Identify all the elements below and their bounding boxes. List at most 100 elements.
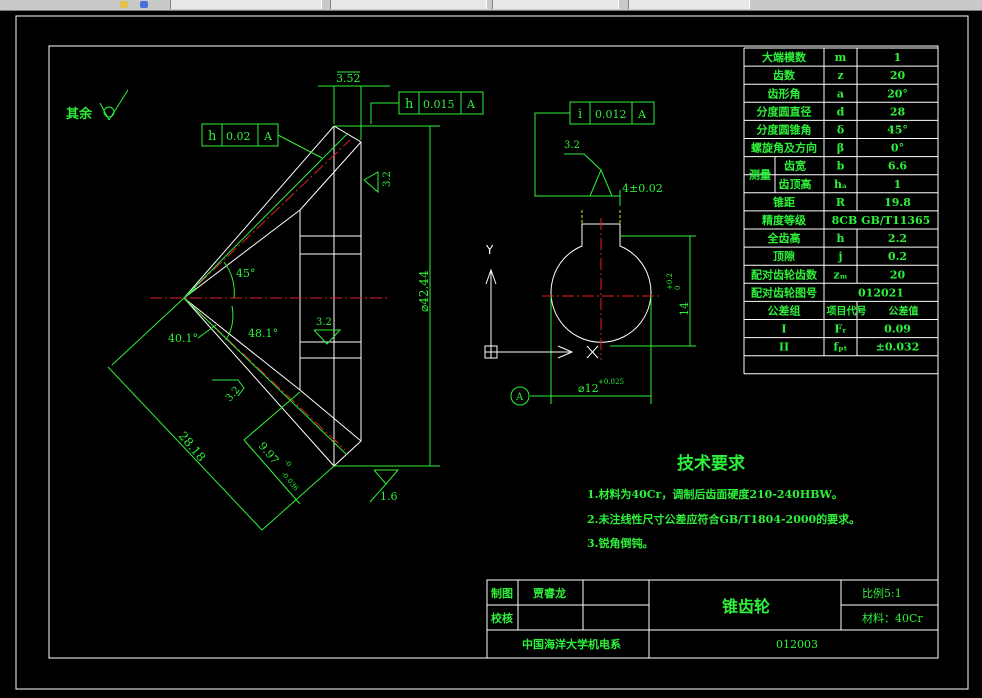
toolbar-field[interactable]	[170, 0, 322, 9]
outer-frame	[15, 15, 969, 690]
svg-text:-0: -0	[282, 458, 293, 468]
param-value: 2.2	[888, 232, 907, 245]
dim-4-002: 4±0.02	[619, 182, 663, 206]
roughness-32-upper: 3.2	[363, 171, 393, 194]
svg-text:Y: Y	[485, 243, 494, 257]
svg-text:⌀12: ⌀12	[578, 382, 599, 395]
param-symbol: b	[837, 160, 845, 173]
toolbar-strip	[0, 0, 982, 11]
param-value: 1	[894, 51, 902, 64]
param-symbol: δ	[837, 123, 844, 136]
angle-arc-45	[223, 261, 235, 299]
drawer-name: 贾睿龙	[533, 586, 566, 600]
check-label: 校核	[491, 611, 513, 625]
roughness-32-keyway: 3.2	[564, 140, 620, 197]
param-symbol: Fᵣ	[834, 323, 847, 336]
param-name: 大端模数	[762, 50, 807, 64]
svg-text:0: 0	[674, 286, 682, 290]
param-name: 配对齿轮齿数	[751, 267, 818, 281]
svg-text:0.02: 0.02	[226, 130, 251, 143]
param-name: 螺旋角及方向	[751, 141, 817, 155]
tech-req-item: 1.材料为40Cr，调制后齿面硬度210-240HBW。	[587, 487, 843, 501]
svg-text:A: A	[515, 392, 524, 403]
dim-3-52: 3.52	[318, 71, 390, 140]
svg-text:28.18: 28.18	[176, 429, 209, 464]
angle-481-label: 48.1°	[248, 327, 278, 340]
svg-text:A: A	[466, 98, 476, 111]
roughness-32-lower: 3.2	[212, 379, 245, 404]
param-value: ±0.032	[876, 341, 920, 354]
param-symbol: R	[836, 196, 846, 209]
param-name: 齿数	[773, 68, 796, 82]
svg-text:3.52: 3.52	[336, 72, 361, 85]
dim-phi-42-44: ⌀42.44	[334, 125, 440, 467]
ucs-icon[interactable]: Y	[484, 243, 599, 359]
roughness-16: 1.6	[369, 469, 400, 503]
param-symbol: j	[838, 250, 843, 263]
svg-text:+0.025: +0.025	[598, 378, 624, 386]
pair-drawing-value: 012021	[858, 286, 904, 299]
tol-group-header: 公差组	[768, 303, 801, 317]
svg-text:⌀42.44: ⌀42.44	[417, 270, 431, 312]
toolbar-field[interactable]	[492, 0, 619, 9]
angle-45-label: 45°	[236, 267, 256, 280]
item-code-header: 项目代号	[827, 304, 867, 317]
param-symbol: β	[837, 142, 844, 155]
param-symbol: h	[837, 232, 845, 245]
angle-401-label: 40.1°	[168, 332, 198, 345]
datum-a: A	[510, 386, 530, 406]
param-symbol: fₚₜ	[833, 341, 847, 354]
toolbar-field[interactable]	[330, 0, 487, 9]
roughness-32-center: 3.2	[313, 317, 342, 345]
param-value: 6.6	[888, 160, 907, 173]
pair-drawing-label: 配对齿轮图号	[751, 285, 817, 299]
toolbar-field[interactable]	[628, 0, 750, 9]
hub-end-view	[542, 210, 662, 360]
svg-text:3.2: 3.2	[564, 140, 580, 151]
drawing-number: 012003	[776, 638, 818, 651]
title-block: 制图 贾睿龙 校核 锥齿轮 比例5:1 材料：40Cr 中国海洋大学机电系 01…	[486, 579, 939, 659]
tech-req-title: 技术要求	[677, 453, 745, 474]
scale-label: 比例5:1	[862, 586, 902, 600]
param-value: 20	[890, 268, 906, 281]
param-value: 0°	[891, 142, 904, 155]
svg-text:3.2: 3.2	[382, 171, 393, 187]
svg-text:h: h	[208, 129, 217, 144]
param-value: 19.8	[884, 196, 911, 209]
svg-text:3.2: 3.2	[224, 385, 243, 404]
measure-label: 测量	[749, 168, 771, 182]
param-value: 20°	[887, 87, 908, 100]
org-name: 中国海洋大学机电系	[522, 637, 621, 651]
accuracy-value: 8CB GB/T11365	[832, 214, 931, 227]
param-name: 全齿高	[767, 231, 801, 245]
param-name: 锥距	[773, 195, 795, 209]
svg-text:3.2: 3.2	[316, 317, 332, 328]
param-symbol: hₐ	[834, 178, 847, 191]
draw-label: 制图	[491, 586, 513, 600]
tolerance-frame-0015: h 0.015 A	[370, 91, 484, 124]
angle-arc-481	[225, 305, 234, 341]
param-value: 45°	[887, 123, 908, 136]
param-symbol: z	[837, 69, 843, 82]
svg-text:4±0.02: 4±0.02	[622, 182, 663, 195]
param-name: 齿宽	[784, 159, 806, 173]
tech-req-item: 2.未注线性尺寸公差应符合GB/T1804-2000的要求。	[587, 512, 860, 526]
param-value: 1	[894, 178, 902, 191]
param-symbol: a	[837, 87, 844, 100]
shield-icon[interactable]	[140, 1, 148, 8]
param-name: II	[779, 341, 789, 354]
svg-text:0.015: 0.015	[423, 98, 455, 111]
folder-icon[interactable]	[120, 1, 128, 8]
roughness-symbol	[99, 89, 129, 121]
param-name: 齿顶高	[779, 177, 812, 191]
param-symbol: zₘ	[833, 268, 847, 281]
tolerance-frame-0012: i 0.012 A	[534, 101, 655, 197]
param-value: 28	[890, 105, 906, 118]
param-name: 分度圆直径	[757, 104, 812, 118]
svg-text:A: A	[263, 130, 273, 143]
part-name: 锥齿轮	[722, 597, 770, 616]
param-name: 分度圆锥角	[757, 122, 812, 136]
